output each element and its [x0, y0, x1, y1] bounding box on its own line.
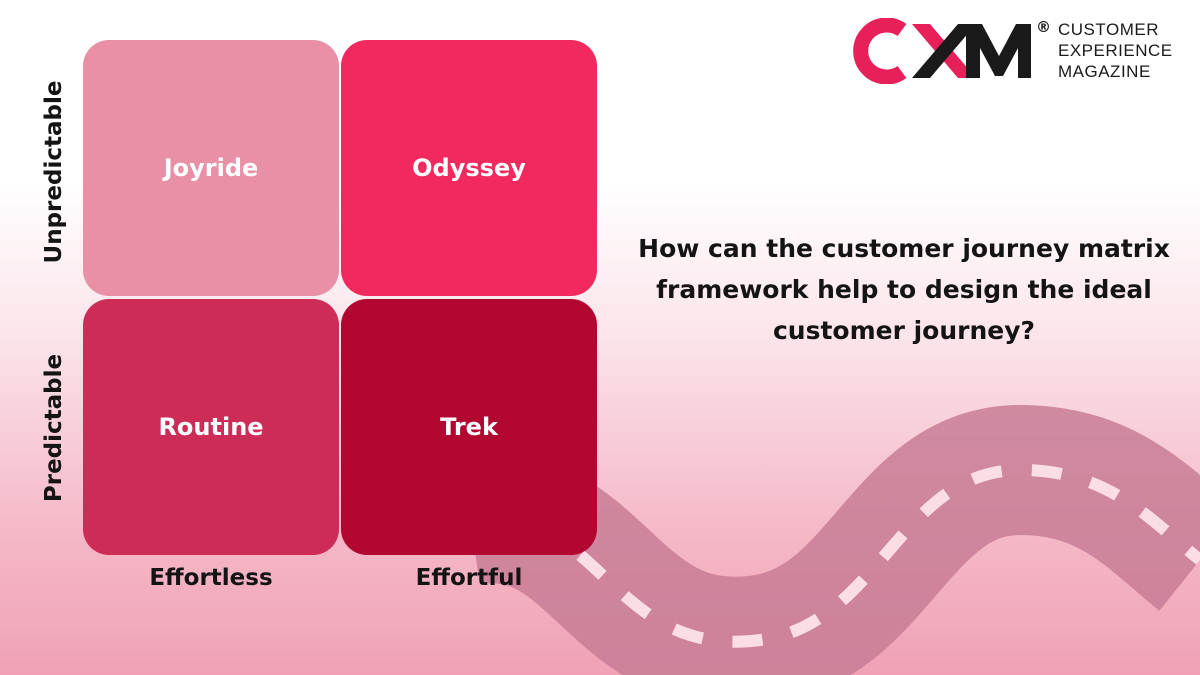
- logo-line-3: MAGAZINE: [1058, 62, 1151, 81]
- quadrant-label-joyride: Joyride: [163, 154, 259, 182]
- registered-mark: ®: [1036, 18, 1051, 36]
- cxm-logo: ® CUSTOMER EXPERIENCE MAGAZINE: [840, 18, 1180, 88]
- quadrant-label-trek: Trek: [440, 413, 498, 441]
- logo-line-2: EXPERIENCE: [1058, 41, 1173, 60]
- headline-line-1: How can the customer journey matrix: [638, 234, 1170, 263]
- x-label-effortful: Effortful: [415, 565, 523, 591]
- cxm-logo-icon: [853, 18, 1031, 84]
- headline-line-3: customer journey?: [772, 316, 1036, 345]
- quadrant-odyssey: Odyssey: [341, 40, 597, 296]
- quadrant-label-odyssey: Odyssey: [412, 154, 526, 182]
- y-label-predictable: Predictable: [41, 353, 67, 503]
- quadrant-label-routine: Routine: [158, 413, 264, 441]
- logo-wordmark: CUSTOMER EXPERIENCE MAGAZINE: [1058, 19, 1173, 82]
- quadrant-joyride: Joyride: [83, 40, 339, 296]
- road-center-dashes: [469, 463, 1200, 648]
- quadrant-routine: Routine: [83, 299, 339, 555]
- x-label-effortless: Effortless: [149, 565, 273, 591]
- headline-question: How can the customer journey matrix fram…: [608, 228, 1200, 351]
- y-label-unpredictable: Unpredictable: [41, 80, 67, 264]
- logo-line-1: CUSTOMER: [1058, 20, 1159, 39]
- quadrant-trek: Trek: [341, 299, 597, 555]
- headline-line-2: framework help to design the ideal: [656, 275, 1152, 304]
